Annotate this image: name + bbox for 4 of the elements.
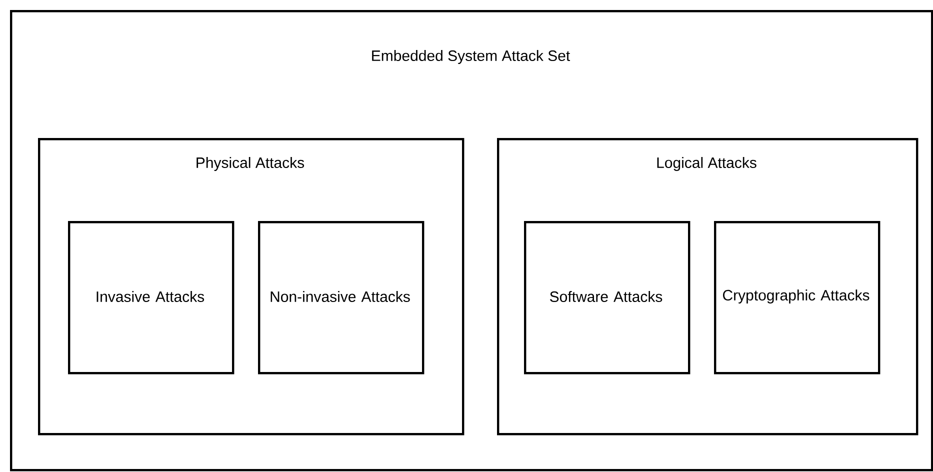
- category-box: Software Attacks: [524, 221, 690, 374]
- category-box: Non-invasive Attacks: [258, 221, 424, 374]
- category-box: Invasive Attacks: [68, 221, 234, 374]
- category-box: Cryptographic Attacks: [714, 221, 880, 374]
